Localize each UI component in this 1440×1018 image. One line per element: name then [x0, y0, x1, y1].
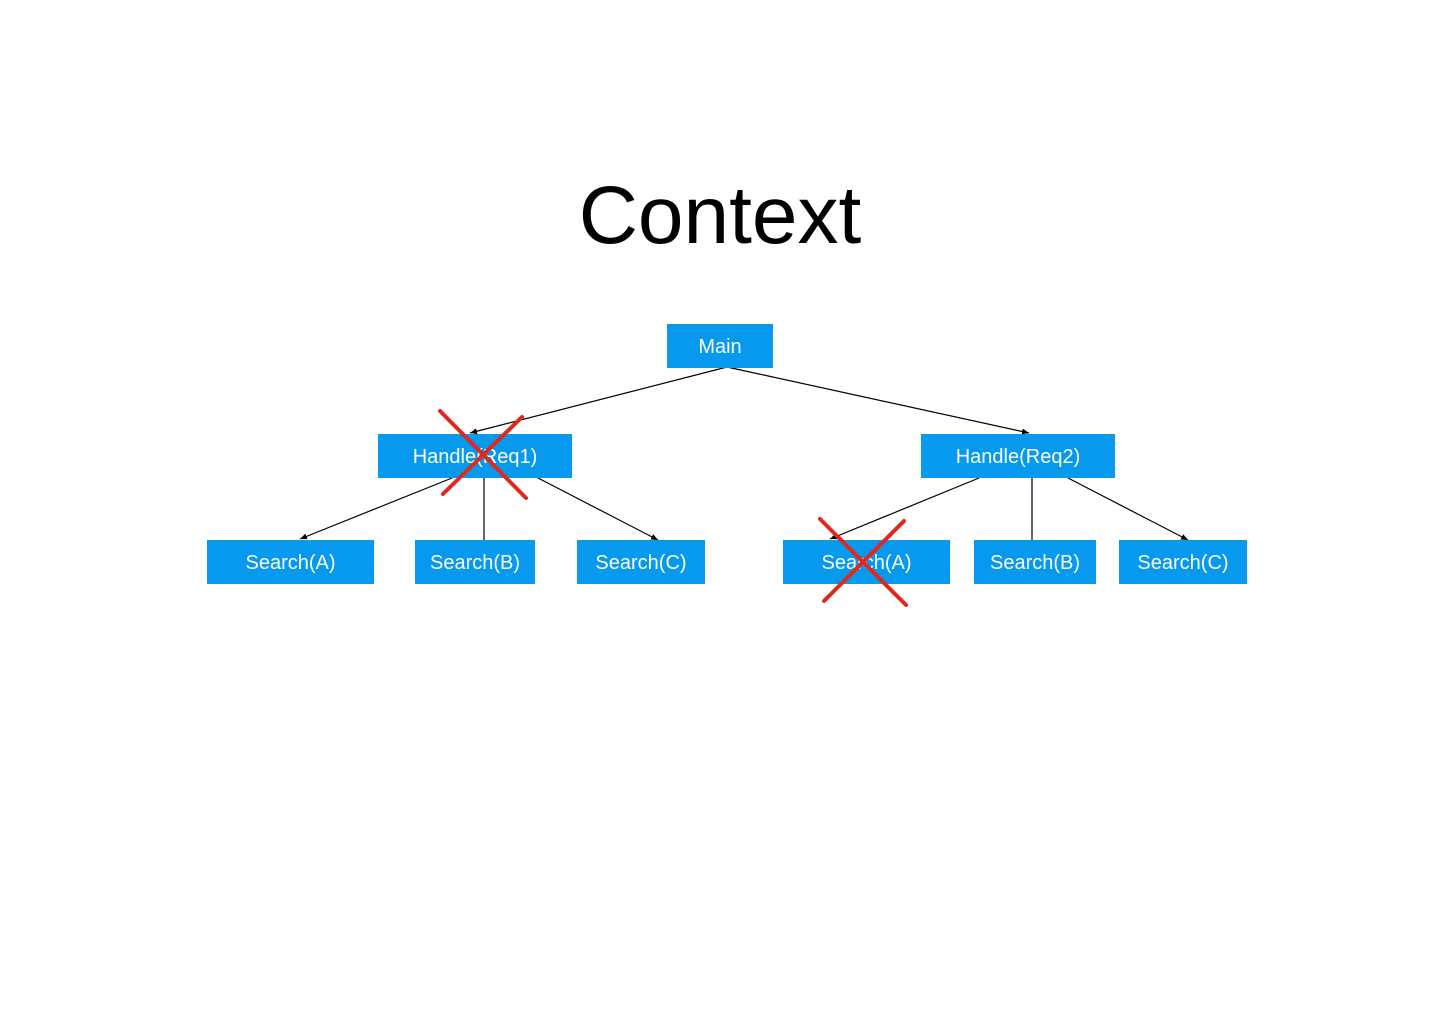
- node-box: [378, 434, 572, 478]
- edge-handle2-to-h2_search_a: [829, 477, 980, 540]
- node-main: Main: [667, 324, 773, 368]
- node-label: Search(B): [430, 552, 520, 574]
- node-box: [974, 540, 1096, 584]
- node-box: [415, 540, 535, 584]
- node-box: [921, 434, 1115, 478]
- cancel-x-icon: [438, 409, 528, 500]
- node-label: Search(C): [1137, 552, 1228, 574]
- node-h2-search-a: Search(A): [783, 540, 950, 584]
- node-box: [1119, 540, 1247, 584]
- edge-handle1-to-h1_search_a: [299, 477, 453, 540]
- node-handle2: Handle(Req2): [921, 434, 1115, 478]
- node-box: [577, 540, 705, 584]
- node-box: [207, 540, 374, 584]
- cancel-marks-layer: [438, 409, 908, 607]
- node-h2-search-b: Search(B): [974, 540, 1096, 584]
- node-label: Handle(Req2): [956, 446, 1081, 468]
- edges-layer: [299, 366, 1189, 548]
- node-handle1: Handle(Req1): [378, 434, 572, 478]
- node-label: Search(A): [245, 552, 335, 574]
- node-box: [783, 540, 950, 584]
- slide-title: Context: [578, 170, 862, 261]
- edge-handle2-to-h2_search_c: [1067, 477, 1189, 541]
- node-label: Search(C): [595, 552, 686, 574]
- cancel-x-icon: [818, 517, 908, 607]
- edge-handle1-to-h1_search_c: [537, 477, 659, 541]
- edge-main-to-handle2: [726, 366, 1030, 435]
- node-label: Search(B): [990, 552, 1080, 574]
- node-h1-search-b: Search(B): [415, 540, 535, 584]
- node-label: Main: [698, 336, 741, 358]
- node-label: Handle(Req1): [413, 446, 538, 468]
- node-h1-search-c: Search(C): [577, 540, 705, 584]
- cancel-stroke: [822, 519, 906, 603]
- node-h2-search-c: Search(C): [1119, 540, 1247, 584]
- cancel-stroke: [441, 415, 524, 496]
- node-box: [667, 324, 773, 368]
- edge-main-to-handle1: [469, 366, 728, 435]
- node-h1-search-a: Search(A): [207, 540, 374, 584]
